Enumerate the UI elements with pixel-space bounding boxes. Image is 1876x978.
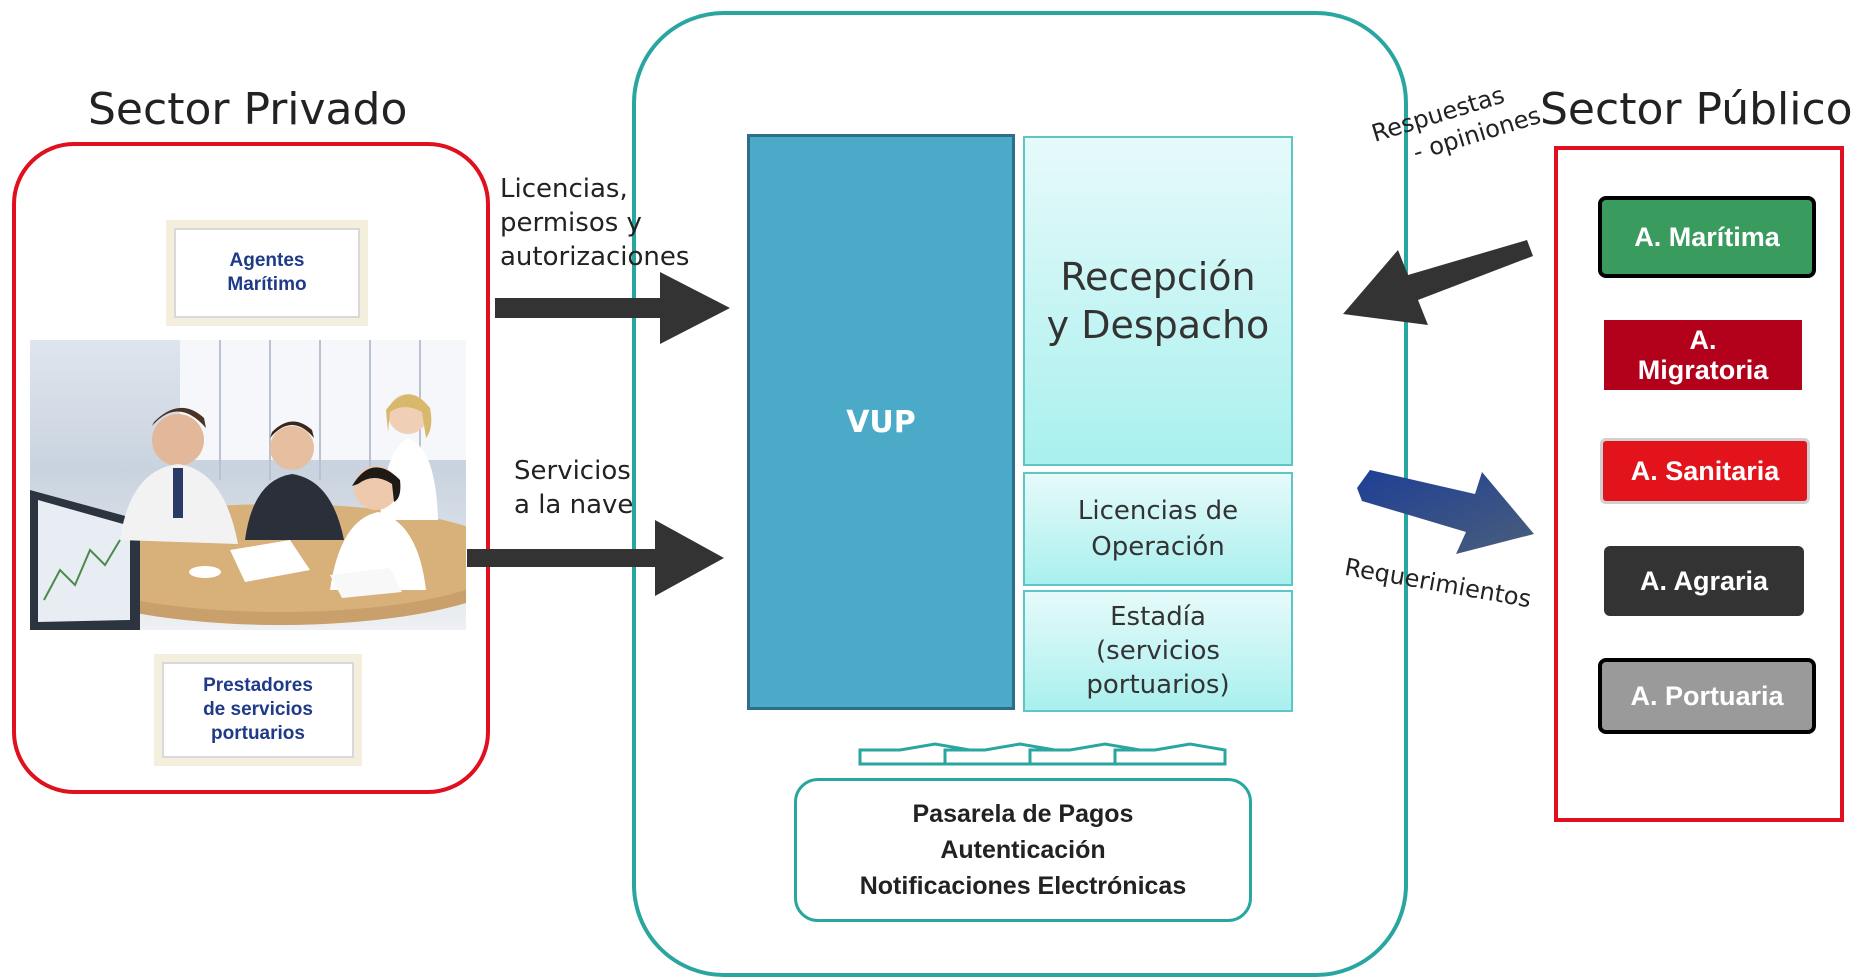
- licenses-flow-line1: Licencias,: [500, 174, 628, 204]
- agency-migration-line2: Migratoria: [1637, 355, 1769, 385]
- vup-title: VUP: [846, 404, 916, 440]
- services-flow-line2: a la nave: [514, 490, 634, 520]
- meeting-illustration: [30, 340, 466, 630]
- reception-line1: Recepción: [1060, 255, 1256, 299]
- agency-port-label: A. Portuaria: [1630, 681, 1784, 711]
- agency-sanitary-label: A. Sanitaria: [1630, 456, 1780, 486]
- agents-label-line1: Agentes: [229, 250, 305, 271]
- arrow-responses: [1343, 240, 1533, 325]
- arrow-requirements: [1357, 470, 1534, 554]
- licenses-flow-line2: permisos y: [500, 208, 642, 238]
- business-meeting-photo: [30, 340, 466, 630]
- electronic-notifications-label: Notificaciones Electrónicas: [859, 872, 1187, 900]
- payment-gateway-label: Pasarela de Pagos: [912, 800, 1134, 828]
- private-sector-box: [12, 142, 490, 794]
- agency-agrarian-label: A. Agraria: [1639, 566, 1769, 596]
- operation-line1: Licencias de: [1077, 496, 1239, 526]
- stay-line2: (servicios: [1096, 636, 1220, 666]
- services-flow-line1: Servicios: [514, 456, 631, 486]
- providers-label-line3: portuarios: [211, 723, 305, 744]
- operation-licenses-block: Licencias de Operación: [1023, 472, 1293, 586]
- agency-maritime: A. Marítima: [1598, 196, 1816, 278]
- agency-agrarian: A. Agraria: [1604, 546, 1804, 616]
- agency-port: A. Portuaria: [1598, 658, 1816, 734]
- vup-block: VUP: [747, 134, 1015, 710]
- authentication-label: Autenticación: [940, 836, 1106, 864]
- stay-line3: portuarios): [1086, 670, 1230, 700]
- agency-sanitary: A. Sanitaria: [1600, 438, 1810, 504]
- reception-dispatch-block: Recepción y Despacho: [1023, 136, 1293, 466]
- providers-label-line2: de servicios: [203, 699, 313, 720]
- agents-label-line2: Marítimo: [227, 274, 307, 295]
- agents-label: Agentes Marítimo: [174, 228, 360, 318]
- stay-block: Estadía (servicios portuarios): [1023, 590, 1293, 712]
- providers-label: Prestadores de servicios portuarios: [162, 662, 354, 758]
- private-sector-title: Sector Privado: [88, 84, 408, 135]
- stay-line1: Estadía: [1110, 602, 1206, 632]
- agency-migration-line1: A.: [1689, 325, 1717, 355]
- services-flow-label: Servicios a la nave: [514, 454, 633, 522]
- public-sector-box: [1554, 146, 1844, 822]
- operation-line2: Operación: [1091, 532, 1225, 562]
- licenses-flow-label: Licencias, permisos y autorizaciones: [500, 172, 689, 274]
- arrow-licenses: [495, 272, 730, 344]
- agency-maritime-label: A. Marítima: [1634, 222, 1780, 252]
- agency-migration: A. Migratoria: [1604, 320, 1802, 390]
- shared-services-box: Pasarela de Pagos Autenticación Notifica…: [794, 778, 1252, 922]
- upward-arrows: [858, 742, 1227, 766]
- licenses-flow-line3: autorizaciones: [500, 242, 690, 272]
- reception-line2: y Despacho: [1046, 303, 1270, 347]
- providers-label-line1: Prestadores: [203, 675, 313, 696]
- public-sector-title: Sector Público: [1540, 84, 1853, 135]
- arrow-services: [467, 520, 724, 596]
